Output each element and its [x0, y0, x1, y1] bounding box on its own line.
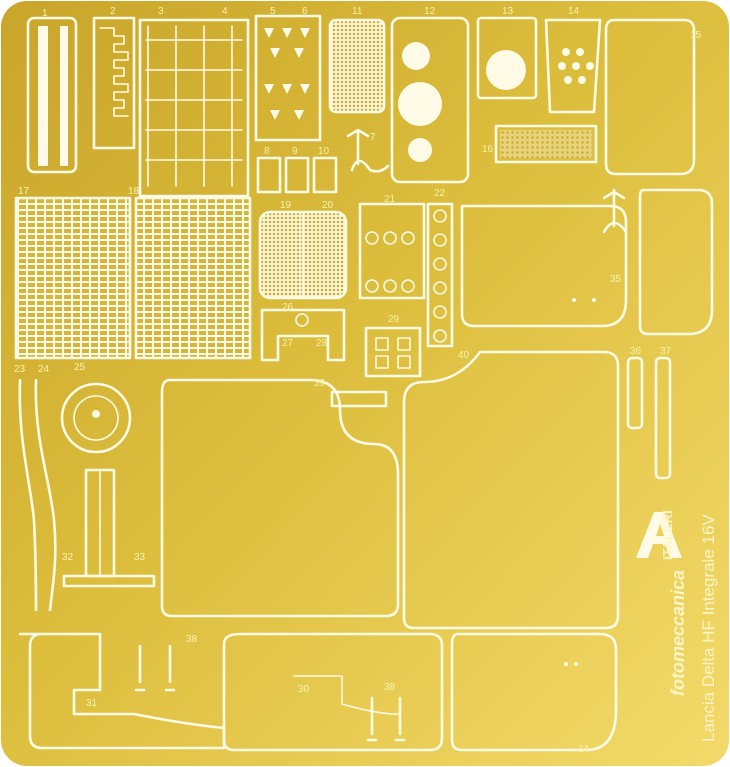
part-35-panel	[460, 204, 628, 328]
part-number-19: 19	[280, 200, 292, 211]
part-22	[426, 202, 454, 348]
part-7-key	[346, 128, 390, 173]
part-number-38-right: 38	[384, 682, 396, 693]
part-21	[358, 202, 426, 300]
part-number-5: 5	[270, 6, 276, 17]
part-7-key-right	[602, 188, 628, 234]
part-number-38-left: 38	[186, 634, 198, 645]
part-number-12: 12	[424, 6, 436, 17]
part-number-6: 6	[302, 6, 308, 17]
parts-3-4-clips	[138, 18, 250, 198]
part-number-13: 13	[502, 6, 514, 17]
part-13	[476, 16, 538, 100]
branding: ITALERI fotomeccanica Lancia Delta HF In…	[636, 510, 718, 742]
part-number-16: 16	[482, 144, 494, 155]
part-number-10: 10	[318, 146, 330, 157]
part-number-20: 20	[322, 200, 334, 211]
part-number-3: 3	[158, 6, 164, 17]
part-number-2: 2	[110, 6, 116, 17]
part-11-mesh-panel	[328, 18, 386, 114]
part-number-40: 40	[458, 350, 470, 361]
part-38-pins-right	[366, 696, 406, 742]
part-26	[260, 308, 346, 362]
part-number-28: 28	[316, 338, 328, 349]
part-number-18: 18	[128, 186, 140, 197]
logo-text: ITALERI	[660, 510, 675, 560]
part-number-1: 1	[42, 8, 48, 19]
part-12-plate	[390, 16, 470, 184]
part-number-22: 22	[434, 188, 446, 199]
part-25-disc	[60, 382, 132, 454]
part-number-37: 37	[660, 346, 672, 357]
part-18-grille	[134, 196, 252, 360]
part-16	[494, 124, 598, 164]
part-17-grille	[14, 196, 132, 360]
part-30	[222, 632, 444, 752]
part-number-27: 27	[282, 338, 294, 349]
part-38-pins-left	[134, 644, 176, 692]
part-numbers: 1 2 3 4 5 6 7 8 9 10 11 12 13 14 15 16 1…	[14, 6, 702, 755]
part-number-24: 24	[38, 364, 50, 375]
part-number-15: 15	[690, 30, 702, 41]
part-number-34: 34	[578, 744, 590, 755]
model-name: Lancia Delta HF Integrale 16V	[699, 514, 718, 742]
part-number-14: 14	[568, 6, 580, 17]
part-29	[364, 326, 422, 378]
parts-23-24-wires	[18, 378, 57, 612]
part-14	[544, 18, 602, 114]
part-number-32: 32	[62, 552, 74, 563]
parts-32-33	[62, 468, 156, 588]
parts-19-20-mesh	[258, 210, 348, 300]
part-39-large-panel	[160, 378, 400, 618]
part-2-brackets	[92, 16, 136, 150]
part-number-7: 7	[370, 132, 376, 143]
part-1-bar	[26, 16, 78, 174]
part-number-39: 39	[314, 378, 326, 389]
part-right-panel	[638, 188, 714, 336]
part-number-30: 30	[298, 684, 310, 695]
italeri-logo-icon	[636, 512, 682, 558]
part-number-36: 36	[630, 346, 642, 357]
part-number-8: 8	[264, 146, 270, 157]
part-number-17: 17	[18, 186, 30, 197]
part-number-33: 33	[134, 552, 146, 563]
part-15	[604, 18, 696, 176]
parts-8-9-10	[256, 156, 338, 194]
part-number-11: 11	[352, 6, 363, 17]
product-line: fotomeccanica	[668, 570, 688, 696]
part-number-29: 29	[388, 314, 400, 325]
part-number-9: 9	[292, 146, 298, 157]
part-number-23: 23	[14, 364, 26, 375]
part-number-35: 35	[610, 274, 622, 285]
part-number-21: 21	[384, 194, 396, 205]
part-number-25: 25	[74, 362, 86, 373]
part-40-large-panel	[402, 350, 620, 630]
parts-5-6-triangles	[254, 14, 322, 142]
part-34	[450, 632, 618, 752]
part-number-31: 31	[86, 698, 98, 709]
parts-36-37-strips	[626, 356, 672, 480]
part-number-4: 4	[222, 6, 228, 17]
part-31	[18, 632, 226, 750]
part-number-26: 26	[282, 302, 294, 313]
